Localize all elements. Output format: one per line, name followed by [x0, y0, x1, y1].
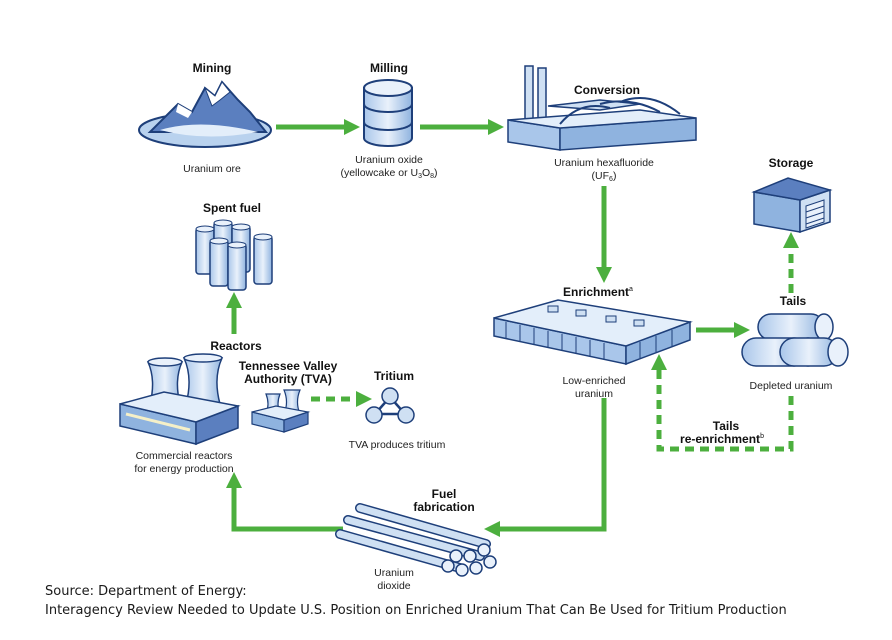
factory-icon — [507, 65, 697, 151]
fuel-fabrication-caption-line1: Uranium — [374, 567, 414, 579]
tva-label-line2: Authority (TVA) — [244, 372, 332, 386]
enrichment-caption-line2: uranium — [575, 388, 613, 400]
conversion-caption-line2: (UF6) — [592, 170, 617, 183]
storage-title: Storage — [769, 156, 814, 170]
source-line1: Source: Department of Energy: — [45, 584, 247, 599]
flow-arrows — [225, 118, 800, 538]
arrow-enrichment-to-fuel-fabrication — [483, 398, 607, 538]
drum-icon — [363, 79, 413, 147]
milling-caption-line2: (yellowcake or U3O8) — [340, 167, 437, 180]
canisters-icon — [195, 219, 273, 291]
conversion-title: Conversion — [574, 83, 640, 97]
mining-icon — [138, 80, 272, 148]
fuel-fabrication-caption-line2: dioxide — [377, 580, 410, 592]
mining-title: Mining — [193, 61, 232, 75]
fuel-rods-icon — [335, 503, 497, 577]
tritium-title: Tritium — [374, 369, 414, 383]
tva-label-line1: Tennessee Valley — [239, 359, 338, 373]
fuel-fabrication-line2: fabrication — [413, 500, 474, 514]
tails-title: Tails — [780, 294, 807, 308]
conversion-caption-line1: Uranium hexafluoride — [554, 157, 654, 169]
tritium-caption: TVA produces tritium — [349, 439, 446, 451]
tails-caption: Depleted uranium — [750, 380, 833, 392]
enrichment-plant-icon — [493, 299, 693, 366]
arrow-fuel-fabrication-to-reactors — [225, 471, 343, 532]
tails-cylinders-icon — [741, 313, 849, 367]
source-line2: Interagency Review Needed to Update U.S.… — [45, 603, 787, 618]
milling-title: Milling — [370, 61, 408, 75]
reactors-title: Reactors — [210, 339, 262, 353]
arrow-tails-reenrichment — [650, 353, 794, 452]
tails-reenrichment-line2: re-enrichmentb — [680, 432, 764, 446]
spent-fuel-title: Spent fuel — [203, 201, 261, 215]
enrichment-title: Enrichmenta — [563, 285, 633, 299]
milling-caption-line1: Uranium oxide — [355, 154, 423, 166]
fuel-fabrication-line1: Fuel — [432, 487, 457, 501]
reactors-caption-line1: Commercial reactors — [136, 450, 233, 462]
reactors-caption-line2: for energy production — [134, 463, 233, 475]
reactors-icon — [119, 353, 241, 446]
warehouse-icon — [751, 177, 833, 234]
tritium-molecule-icon — [365, 387, 415, 424]
mining-caption: Uranium ore — [183, 163, 241, 175]
enrichment-caption-line1: Low-enriched — [562, 375, 625, 387]
tva-plant-icon — [251, 389, 311, 433]
tails-reenrichment-line1: Tails — [713, 419, 740, 433]
